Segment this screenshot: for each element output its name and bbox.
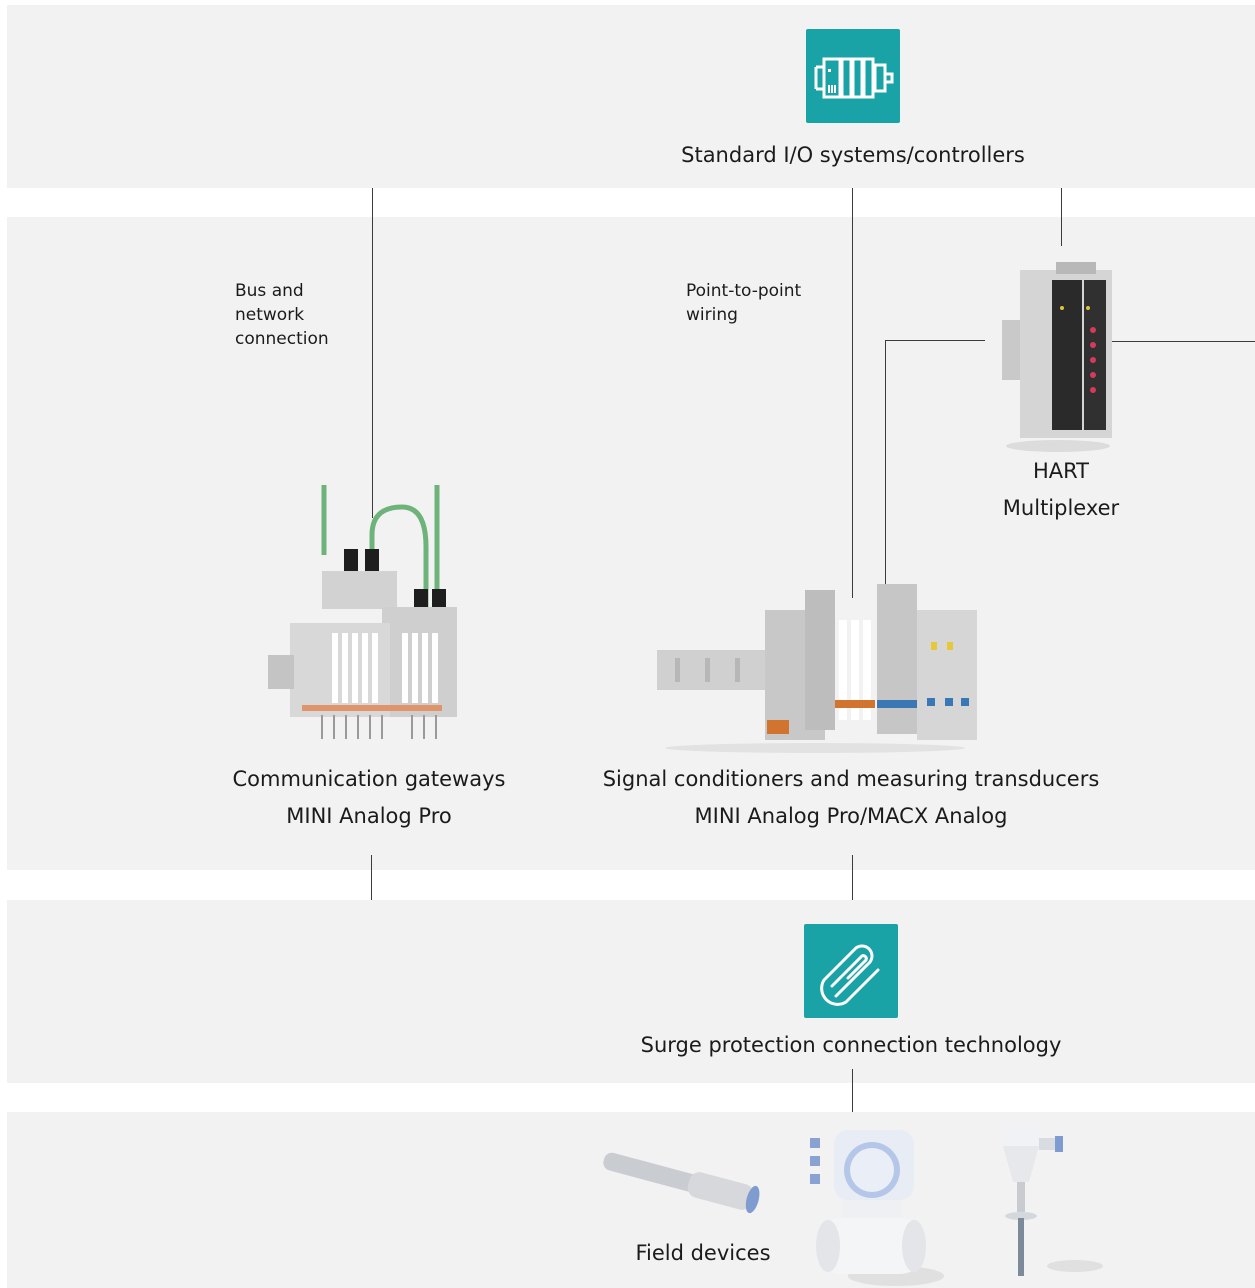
paperclip-icon (820, 944, 880, 1006)
bus-note: Bus and network connection (235, 279, 329, 351)
bus-note-line-2: network (235, 305, 305, 325)
conditioners-label: Signal conditioners and measuring transd… (603, 761, 1100, 835)
io-system-icon (814, 57, 894, 99)
hart-label: HART Multiplexer (1003, 453, 1119, 527)
proximity-sensor-image (603, 1152, 760, 1214)
bus-note-line-3: connection (235, 329, 329, 349)
level-sensor-image (1003, 1126, 1103, 1276)
conditioners-label-line-2: MINI Analog Pro/MACX Analog (694, 804, 1008, 828)
p2p-note-line-1: Point-to-point (686, 281, 802, 301)
io-system-tile (806, 29, 900, 123)
hart-label-line-2: Multiplexer (1002, 496, 1120, 520)
bus-note-line-1: Bus and (235, 281, 304, 301)
surge-band (7, 900, 1255, 1083)
field-devices-label: Field devices (635, 1241, 771, 1265)
p2p-wiring-line (852, 188, 853, 598)
signal-conditioners-image (657, 584, 977, 753)
hart-right-line (1100, 341, 1255, 342)
hart-to-controller-line (1061, 188, 1062, 246)
controllers-band (7, 5, 1255, 188)
gateways-label-line-1: Communication gateways (232, 767, 506, 791)
surge-to-field-line (852, 1069, 853, 1112)
conditioner-to-surge-line (852, 855, 853, 900)
bus-connection-line (372, 188, 373, 518)
flow-meter-image (810, 1130, 944, 1286)
hart-label-line-1: HART (1032, 459, 1090, 483)
hart-multiplexer-image (1002, 262, 1112, 452)
p2p-note-line-2: wiring (686, 305, 738, 325)
gateways-label-line-2: MINI Analog Pro (286, 804, 452, 828)
surge-protection-tile (804, 924, 898, 1018)
p2p-note: Point-to-point wiring (686, 279, 801, 327)
hart-to-conditioner-line-h (885, 340, 985, 341)
gateways-label: Communication gateways MINI Analog Pro (233, 761, 506, 835)
gateway-to-surge-line (371, 855, 372, 900)
hart-to-conditioner-line-v (885, 340, 886, 602)
surge-label: Surge protection connection technology (640, 1033, 1062, 1057)
communication-gateways-image (268, 485, 457, 739)
conditioners-label-line-1: Signal conditioners and measuring transd… (602, 767, 1100, 791)
controllers-label: Standard I/O systems/controllers (681, 143, 1025, 167)
